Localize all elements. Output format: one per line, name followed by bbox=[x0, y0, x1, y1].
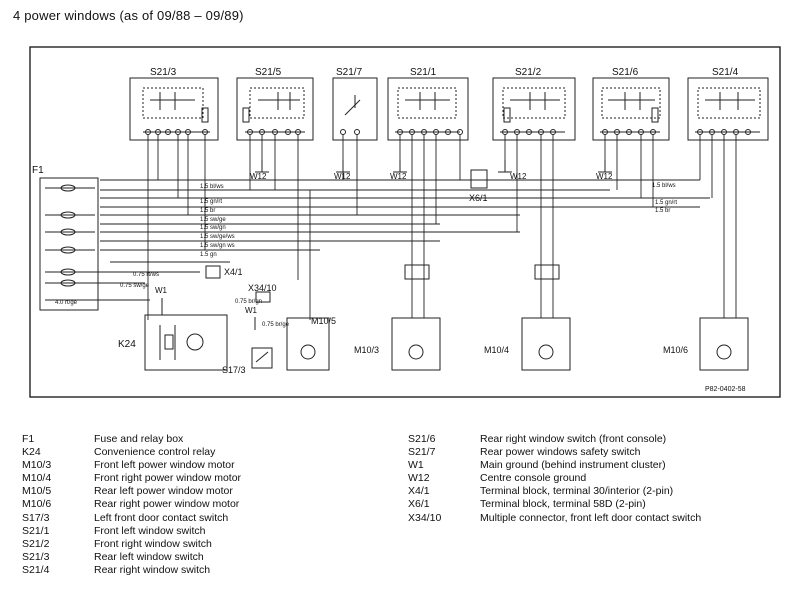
switch-s21-5: S21/5 bbox=[236, 67, 314, 141]
wire-drops bbox=[147, 135, 737, 320]
contact-switch-s17-3: S17/3 bbox=[222, 347, 273, 375]
wire-bus bbox=[45, 179, 710, 301]
switch-s21-2: S21/2 bbox=[492, 67, 576, 141]
wire-label: 0.75 br/ge bbox=[262, 322, 290, 328]
wire-label: 4.0 rt/ge bbox=[55, 300, 78, 306]
wire-label: 1.5 br bbox=[200, 208, 215, 214]
wire-label: 1.5 sw/ge/ws bbox=[200, 234, 235, 240]
ground-label: W12 bbox=[596, 172, 613, 181]
switch-s21-4: S21/4 bbox=[687, 67, 769, 141]
switch-s21-1: S21/1 bbox=[387, 67, 469, 141]
svg-text:F1: F1 bbox=[32, 165, 44, 176]
switch-label: S21/3 bbox=[150, 67, 177, 78]
switch-label: S21/6 bbox=[612, 67, 639, 78]
motor-m10-5: M10/5 bbox=[286, 316, 336, 371]
svg-text:S17/3: S17/3 bbox=[222, 365, 246, 375]
motor-m10-3: M10/3 bbox=[354, 317, 441, 371]
page-title: 4 power windows (as of 09/88 – 09/89) bbox=[13, 8, 244, 23]
wire-label: 1.5 gn bbox=[200, 252, 217, 258]
switch-s21-6: S21/6 bbox=[592, 67, 670, 141]
wiring-diagram: S21/3 S21/5 S21/7 S21/1 S21/2 bbox=[29, 46, 781, 398]
svg-text:W1: W1 bbox=[245, 306, 258, 315]
terminal-x4-1: X4/1 bbox=[205, 265, 243, 279]
wire-label: 1.5 br bbox=[655, 208, 670, 214]
svg-text:K24: K24 bbox=[118, 339, 136, 350]
wire-label: 0.75 sw/ge bbox=[120, 283, 150, 289]
switch-label: S21/5 bbox=[255, 67, 282, 78]
ground-label: W12 bbox=[390, 172, 407, 181]
switch-s21-3: S21/3 bbox=[129, 67, 219, 141]
wire-label: 1.5 bl/ws bbox=[200, 184, 224, 190]
svg-text:M10/3: M10/3 bbox=[354, 345, 379, 355]
ground-w1: W1 W1 bbox=[155, 286, 258, 330]
ground-w12: W12 W12 W12 W12 W12 bbox=[250, 160, 613, 181]
wire-label: 1.5 sw/gn ws bbox=[200, 243, 235, 249]
wire-label: 0.75 rt/ws bbox=[133, 272, 159, 278]
switch-label: S21/1 bbox=[410, 67, 437, 78]
svg-text:X34/10: X34/10 bbox=[248, 283, 277, 293]
ground-label: W12 bbox=[334, 172, 351, 181]
svg-text:M10/5: M10/5 bbox=[311, 316, 336, 326]
wire-label: 1.5 sw/gn bbox=[200, 225, 226, 231]
ground-label: W12 bbox=[250, 172, 267, 181]
svg-text:M10/6: M10/6 bbox=[663, 345, 688, 355]
motor-m10-4: M10/4 bbox=[484, 317, 571, 371]
terminal-x6-1: X6/1 bbox=[469, 169, 488, 203]
reference-code: P82-0402-58 bbox=[705, 386, 746, 393]
relay-k24: K24 bbox=[118, 314, 228, 371]
switch-label: S21/4 bbox=[712, 67, 739, 78]
connector-x34-10: X34/10 bbox=[248, 283, 277, 303]
motor-m10-6: M10/6 bbox=[663, 317, 749, 371]
switch-s21-7: S21/7 bbox=[332, 67, 378, 141]
switch-label: S21/7 bbox=[336, 67, 363, 78]
wire-label: 0.75 br/gn bbox=[235, 299, 262, 305]
wire-label: 1.5 sw/ge bbox=[200, 217, 226, 223]
svg-text:W1: W1 bbox=[155, 286, 168, 295]
switch-label: S21/2 bbox=[515, 67, 542, 78]
diagram-frame bbox=[29, 46, 781, 398]
svg-text:X4/1: X4/1 bbox=[224, 267, 243, 277]
svg-text:M10/4: M10/4 bbox=[484, 345, 509, 355]
svg-text:X6/1: X6/1 bbox=[469, 193, 488, 203]
connector-blocks bbox=[404, 264, 560, 280]
ground-label: W12 bbox=[510, 172, 527, 181]
wire-label: 1.5 gn/rt bbox=[200, 199, 222, 205]
wire-label: 1.5 gn/rt bbox=[655, 200, 677, 206]
wire-label: 1.5 bl/ws bbox=[652, 183, 676, 189]
fuse-box-f1: F1 bbox=[32, 165, 99, 311]
